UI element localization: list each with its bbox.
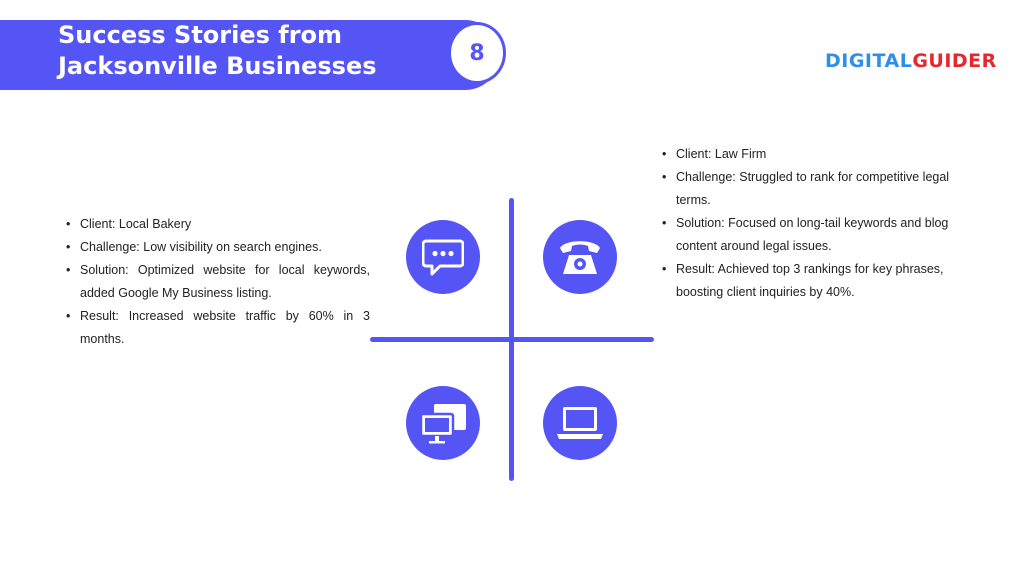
list-item: Result: Increased website traffic by 60%… [66, 305, 370, 351]
header-band [0, 20, 500, 90]
right-story-list: Client: Law Firm Challenge: Struggled to… [662, 143, 962, 304]
list-item: Client: Law Firm [662, 143, 962, 166]
chat-bubble-icon [422, 239, 464, 276]
list-item: Client: Local Bakery [66, 213, 370, 236]
page-number-badge: 8 [448, 22, 506, 84]
title-line-2: Jacksonville Businesses [58, 52, 377, 80]
list-item: Solution: Optimized website for local ke… [66, 259, 370, 305]
page-title: Success Stories from Jacksonville Busine… [58, 20, 438, 82]
list-item: Result: Achieved top 3 rankings for key … [662, 258, 962, 304]
left-story-list: Client: Local Bakery Challenge: Low visi… [66, 213, 370, 351]
phone-icon-circle [543, 220, 617, 294]
laptop-icon [557, 407, 603, 439]
list-item: Challenge: Struggled to rank for competi… [662, 166, 962, 212]
devices-icon-circle [406, 386, 480, 460]
devices-icon [419, 404, 466, 444]
digitalguider-logo: DIGITALGUIDER [825, 50, 997, 72]
horizontal-divider [370, 337, 654, 342]
list-item: Challenge: Low visibility on search engi… [66, 236, 370, 259]
laptop-icon-circle [543, 386, 617, 460]
list-item: Solution: Focused on long-tail keywords … [662, 212, 962, 258]
chat-icon-circle [406, 220, 480, 294]
telephone-icon [560, 241, 600, 274]
logo-part-digital: DIGITAL [825, 50, 913, 72]
logo-part-guider: GUIDER [912, 50, 997, 72]
title-line-1: Success Stories from [58, 21, 343, 49]
